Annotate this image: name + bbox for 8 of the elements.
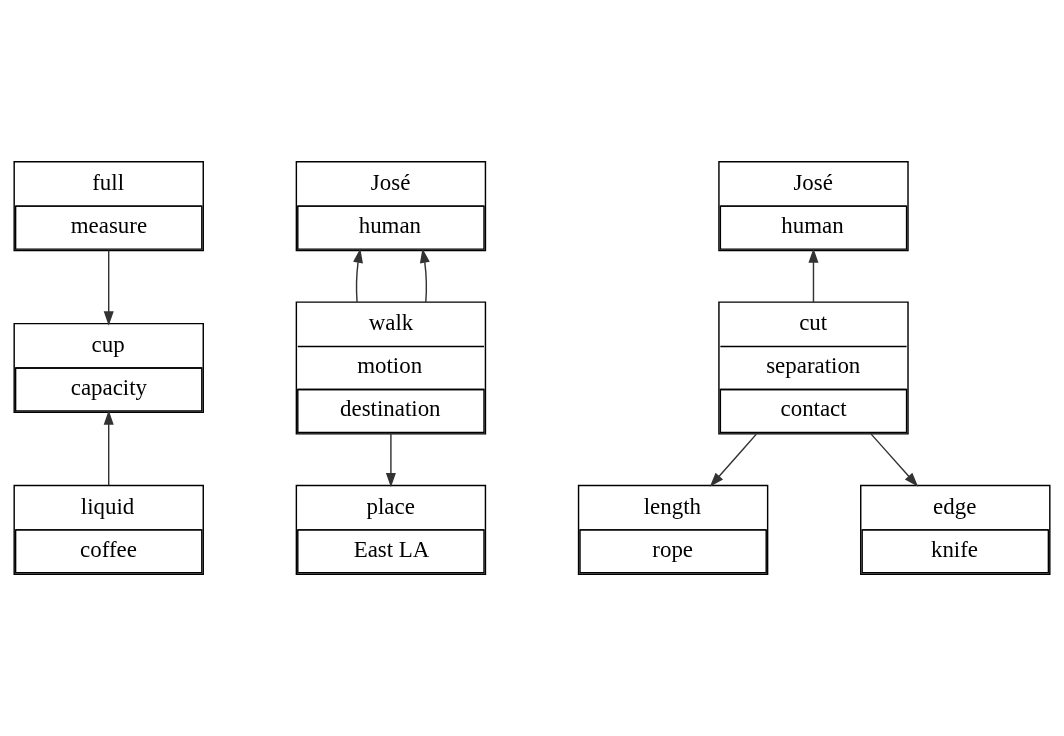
arrow	[353, 248, 363, 303]
arrow	[103, 249, 114, 326]
arrow	[808, 248, 819, 303]
arrow	[385, 433, 396, 488]
arrow	[103, 410, 114, 487]
arrow	[419, 248, 430, 303]
arrow	[709, 433, 758, 487]
arrow	[870, 433, 919, 487]
